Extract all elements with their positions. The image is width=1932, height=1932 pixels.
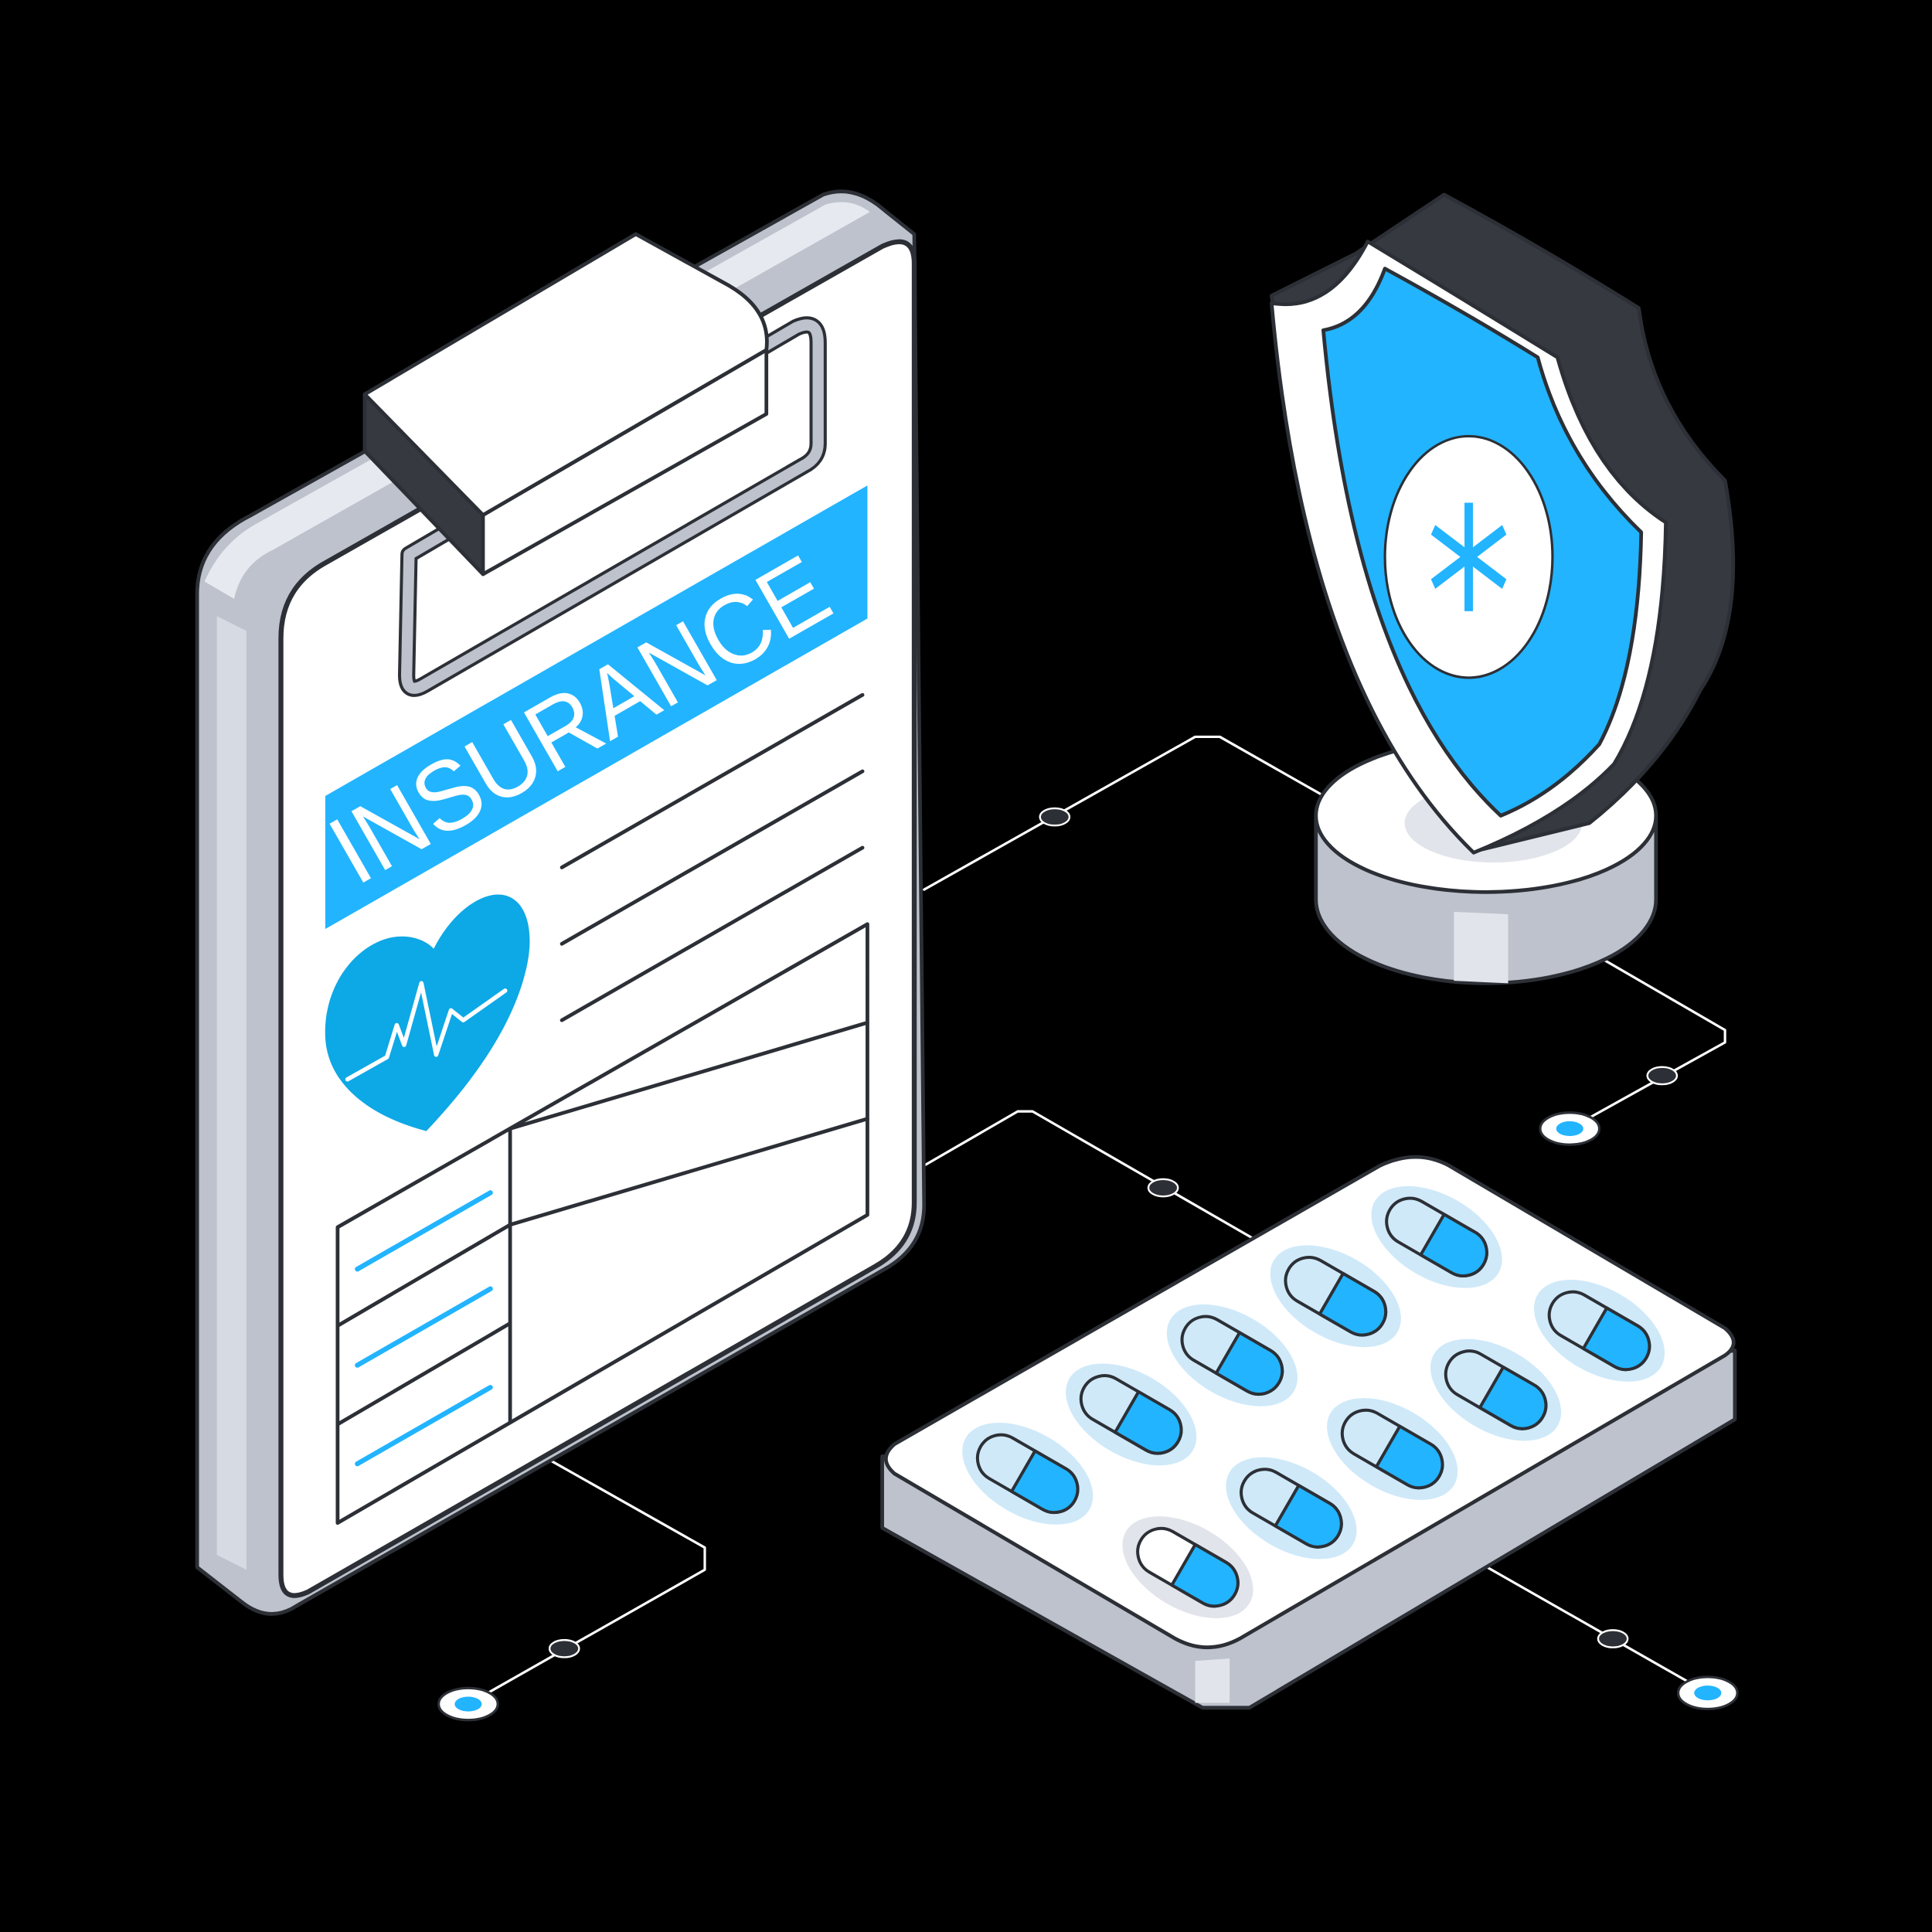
connector-clipboard-bottom: [467, 1460, 706, 1706]
document-table-blue-lines: [355, 1190, 493, 1467]
shield-icon: [1270, 192, 1736, 985]
connector-shield-bottom: [1568, 957, 1726, 1131]
clipboard-clip-block-top: [362, 232, 769, 517]
heartbeat-line: [345, 981, 508, 1082]
endpoint-dot: [1539, 1111, 1601, 1146]
connector-node: [1039, 807, 1071, 827]
pill-capsule: [1226, 1457, 1357, 1560]
blister-top: [883, 1155, 1736, 1650]
connector-node: [1147, 1178, 1179, 1198]
connector-endpoints: [437, 1111, 1739, 1722]
connector-blister-bottom: [1477, 1561, 1709, 1695]
connector-node: [1597, 1629, 1629, 1648]
pill-capsule: [1327, 1398, 1458, 1500]
document-text-lines: [560, 692, 865, 1022]
connector-node: [1646, 1066, 1679, 1086]
connector-clipboard-blister: [923, 1110, 1261, 1243]
pill-capsule: [1166, 1304, 1298, 1406]
pill-capsule: [1533, 1280, 1665, 1382]
document-table: [335, 922, 869, 1526]
pill-capsule: [1430, 1338, 1562, 1441]
clipboard-side-highlight: [216, 616, 247, 1570]
insurance-banner: [325, 485, 868, 930]
pill-capsules: [962, 1185, 1665, 1618]
pill-capsule: [1371, 1185, 1502, 1288]
endpoint-dot: [1676, 1675, 1739, 1711]
connector-node: [548, 1638, 580, 1658]
connector-nodes: [548, 807, 1679, 1658]
heartbeat-icon: [325, 894, 530, 1131]
pill-capsule: [962, 1422, 1094, 1525]
pill-capsule: [1066, 1363, 1197, 1466]
pill-capsule: [1270, 1245, 1401, 1348]
endpoint-dot: [437, 1686, 499, 1722]
clipboard-icon: INSURANCE: [195, 189, 927, 1616]
star-of-life-icon: [1430, 502, 1507, 611]
pill-capsule-halo-empty: [1122, 1516, 1253, 1618]
